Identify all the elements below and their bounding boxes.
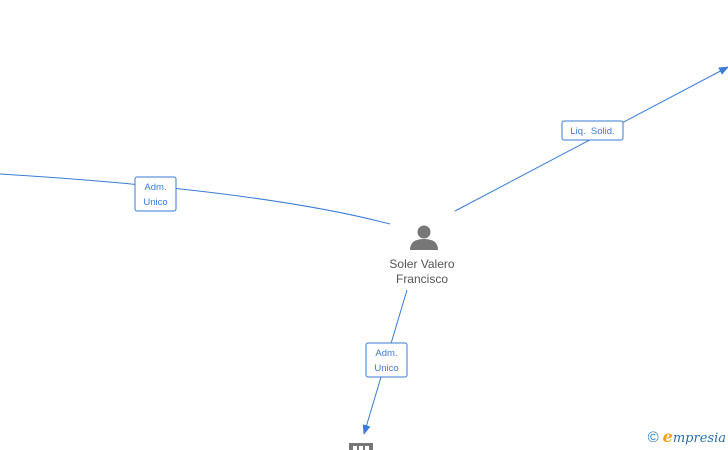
edge-label-left-line2: Unico (143, 197, 167, 208)
copyright-icon: © (647, 429, 659, 446)
edge-label-bottom-line2: Unico (374, 363, 398, 374)
edge-label-bottom[interactable]: Adm. Unico (365, 342, 408, 378)
person-icon[interactable] (410, 225, 438, 251)
center-node-name-line2: Francisco (395, 272, 448, 286)
center-node-label[interactable]: Soler Valero Francisco (372, 257, 472, 287)
brand-logo: empresia (663, 429, 726, 447)
brand-logo-initial: e (662, 427, 673, 446)
brand-logo-rest: mpresia (672, 431, 726, 446)
edge-left[interactable] (0, 173, 391, 225)
edge-label-left[interactable]: Adm. Unico (134, 176, 177, 212)
empresia-watermark: © empresia (647, 429, 726, 447)
edge-label-right[interactable]: Liq. Solid. (561, 120, 624, 141)
center-node-name-line1: Soler Valero (389, 257, 455, 271)
building-icon[interactable] (349, 443, 373, 450)
edge-label-left-line1: Adm. (144, 182, 166, 193)
edge-label-bottom-line1: Adm. (375, 348, 397, 359)
edge-label-right-line1: Liq. Solid. (570, 126, 614, 137)
